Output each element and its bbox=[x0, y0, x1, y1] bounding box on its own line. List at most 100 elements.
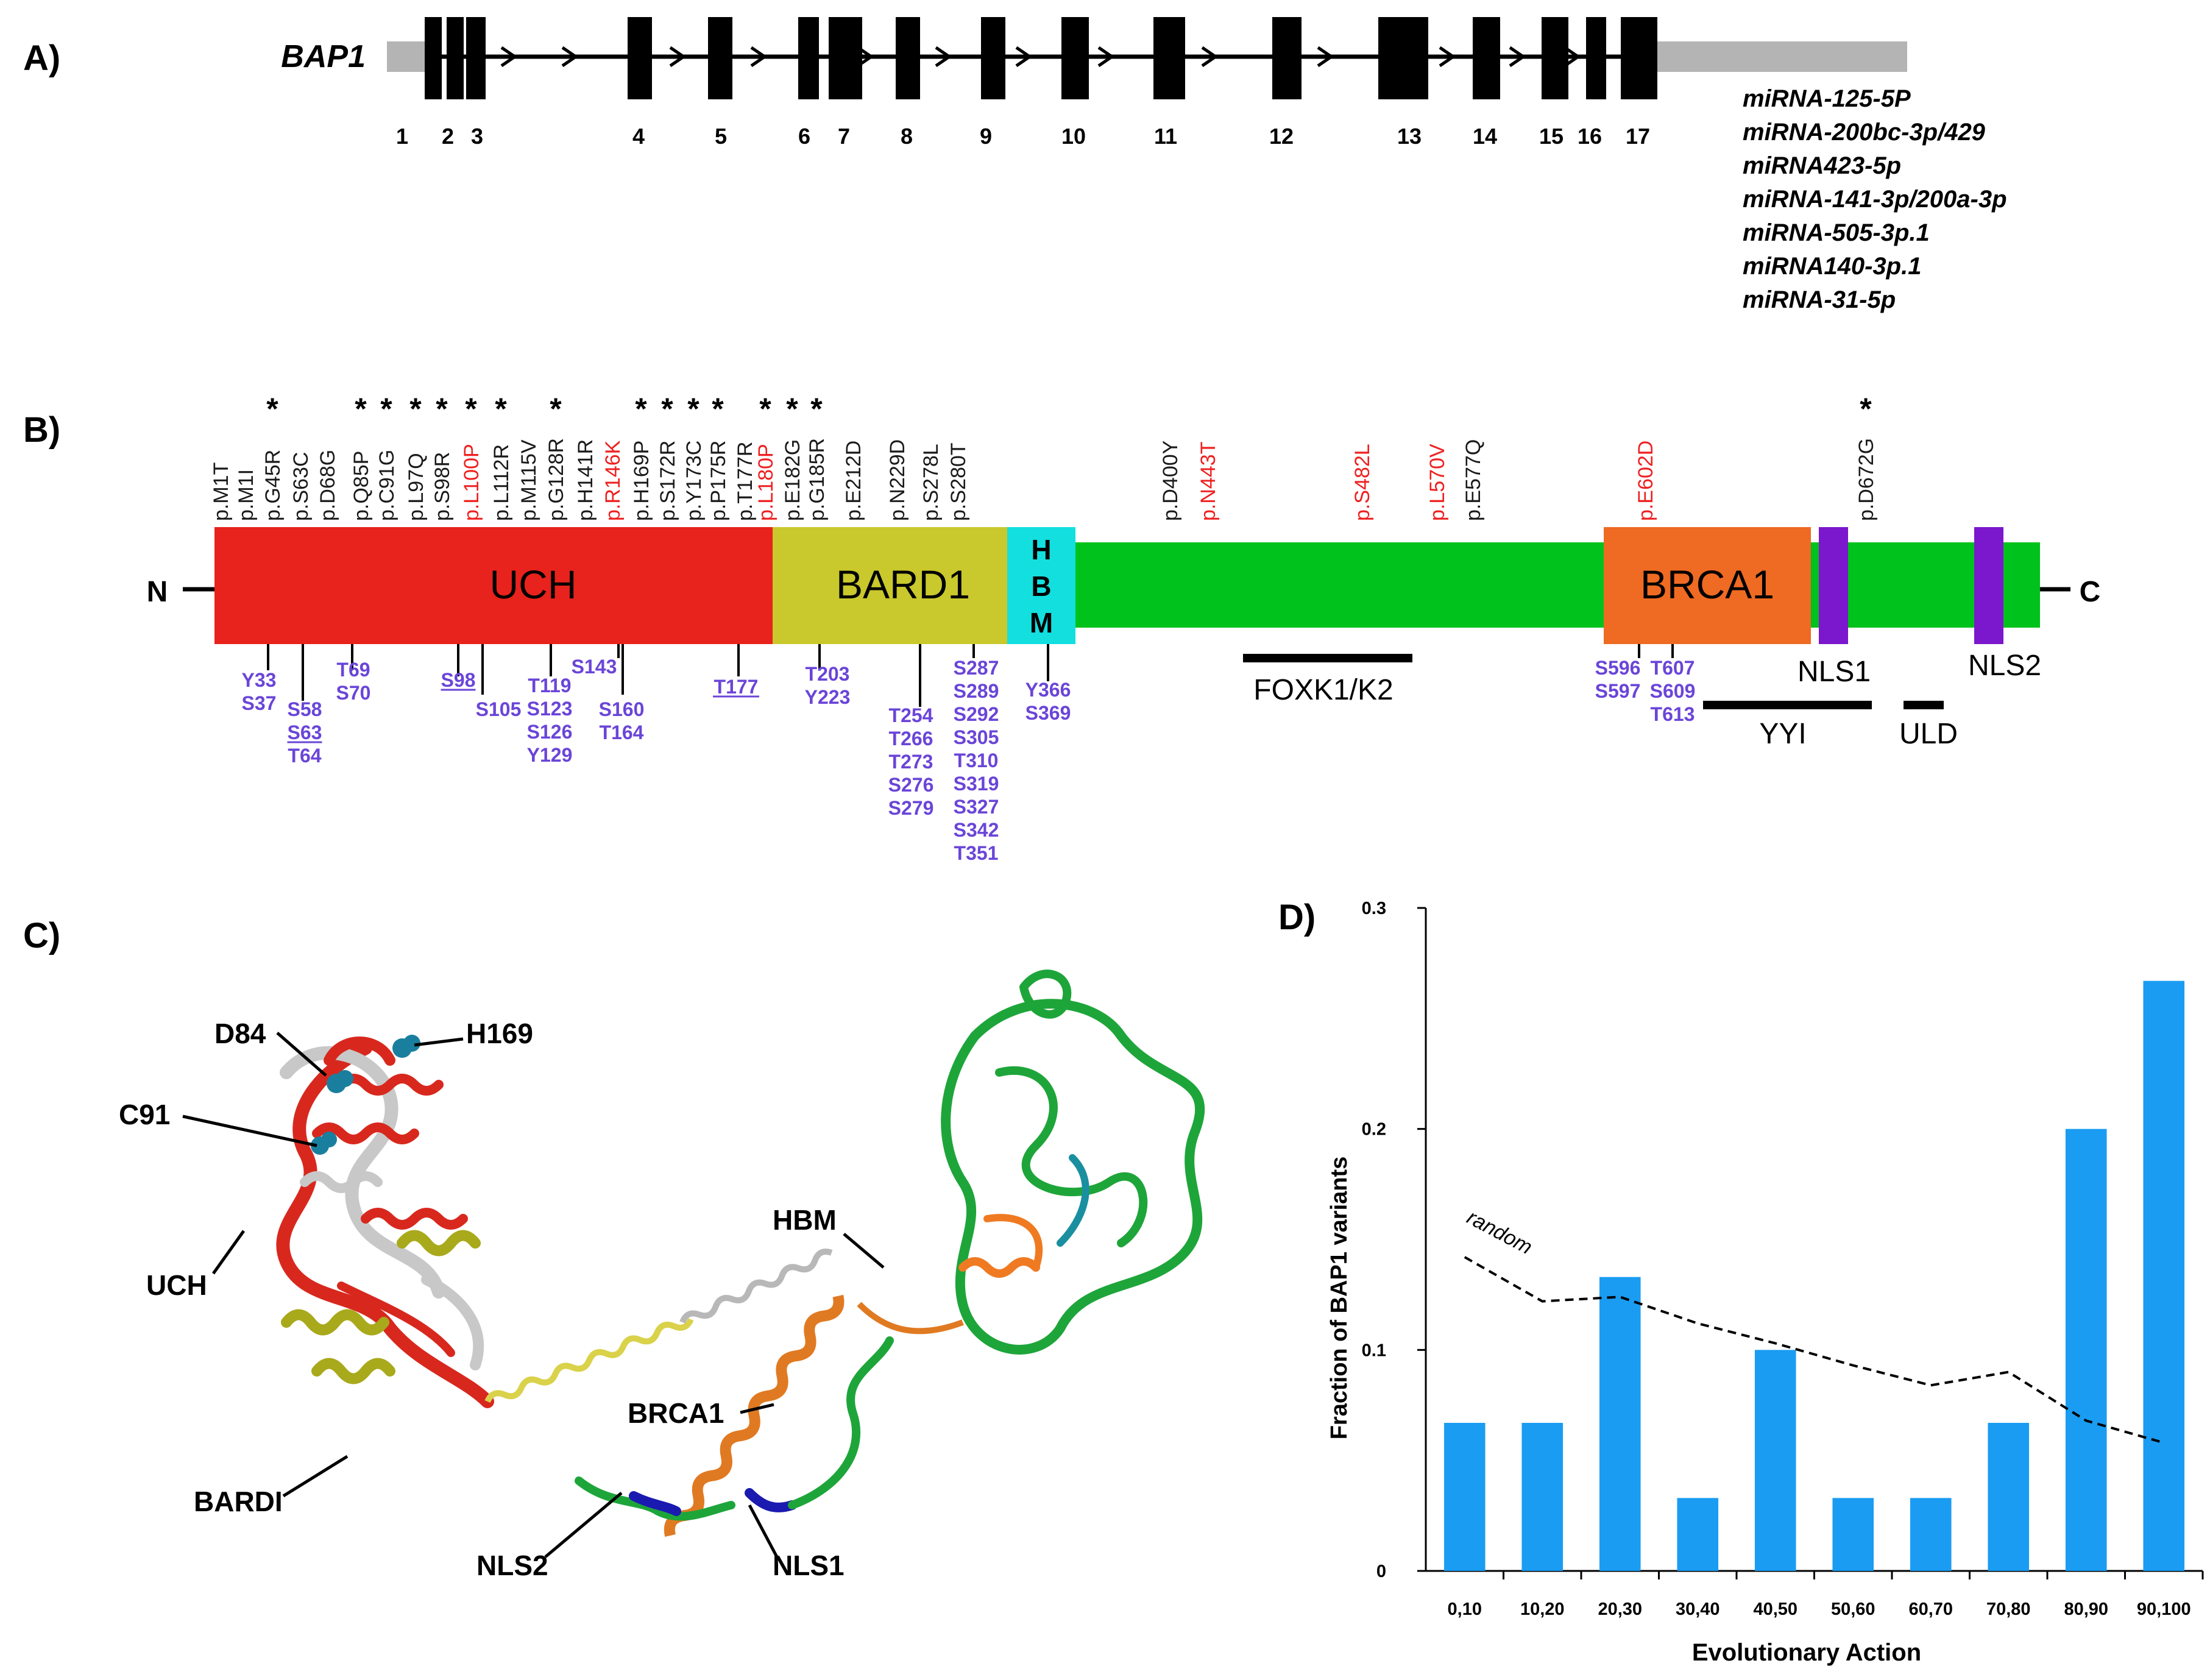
variant-label: p.D68G bbox=[316, 450, 339, 521]
variant-star: * bbox=[1860, 392, 1872, 426]
bar bbox=[1910, 1498, 1952, 1571]
c-terminus-label: C bbox=[2080, 576, 2101, 608]
variant-star: * bbox=[661, 392, 673, 426]
y-axis-title: Fraction of BAP1 variants bbox=[1326, 1157, 1352, 1440]
site-label: S105 bbox=[476, 698, 522, 720]
variant-label: p.E602D bbox=[1634, 441, 1657, 521]
hbm-letter-h: H bbox=[1031, 534, 1051, 565]
site-label: T254 bbox=[889, 704, 933, 726]
bar bbox=[2065, 1129, 2107, 1571]
variant-label: p.H169P bbox=[630, 441, 653, 521]
gene-name: BAP1 bbox=[281, 39, 366, 74]
intron-arrow bbox=[750, 46, 768, 68]
variant-label: p.L112R bbox=[490, 444, 513, 521]
variant-label: p.Y173C bbox=[682, 441, 706, 521]
site-label: S289 bbox=[954, 680, 999, 702]
intron-arrow bbox=[1015, 46, 1033, 68]
site-label: T69 bbox=[336, 659, 370, 681]
brca1-helix bbox=[664, 1294, 845, 1537]
site-label: T64 bbox=[288, 745, 321, 767]
variant-label: p.L97Q bbox=[405, 453, 428, 521]
site-label: T164 bbox=[600, 721, 644, 743]
variant-label: p.G45R bbox=[261, 450, 285, 521]
intron-arrow bbox=[857, 46, 874, 68]
site-label: T266 bbox=[889, 728, 933, 750]
bar bbox=[1988, 1423, 2030, 1571]
intron-arrow bbox=[561, 46, 579, 68]
exon-number: 2 bbox=[442, 124, 454, 149]
utr-5prime bbox=[387, 41, 425, 72]
structure-leader-line bbox=[843, 1233, 885, 1269]
intron-arrow bbox=[500, 46, 518, 68]
nls2-box bbox=[1974, 527, 2003, 644]
exon-number: 1 bbox=[396, 124, 408, 149]
hbm-letter-b: B bbox=[1031, 570, 1051, 602]
variant-label: p.L180P bbox=[754, 444, 777, 521]
linker-helix-grey bbox=[679, 1248, 833, 1324]
site-label: S327 bbox=[954, 796, 999, 818]
variant-label: p.S98R bbox=[431, 452, 454, 521]
variant-label: p.M1T bbox=[210, 463, 233, 521]
exon-box bbox=[425, 17, 442, 99]
x-tick-label: 20,30 bbox=[1598, 1600, 1642, 1619]
intron-arrow bbox=[1439, 46, 1456, 68]
mirna-item: miRNA-31-5p bbox=[1743, 286, 1896, 313]
structure-leader-line bbox=[748, 1504, 779, 1558]
x-tick-label: 40,50 bbox=[1753, 1600, 1797, 1619]
exon-number: 9 bbox=[980, 124, 992, 149]
variant-star: * bbox=[495, 392, 507, 426]
c-terminal-globule bbox=[941, 969, 1205, 1355]
site-label: S276 bbox=[888, 774, 934, 796]
mirna-item: miRNA140-3p.1 bbox=[1743, 253, 1921, 280]
bard1-domain bbox=[773, 527, 1007, 644]
site-label: S160 bbox=[599, 698, 645, 720]
nls1-label: NLS1 bbox=[1797, 656, 1871, 688]
exon-number: 17 bbox=[1626, 124, 1650, 149]
exon-number: 16 bbox=[1578, 124, 1602, 149]
mirna-item: miRNA-125-5P bbox=[1743, 85, 1911, 112]
nls1-box bbox=[1819, 527, 1848, 644]
variant-label: p.S63C bbox=[289, 452, 313, 521]
y-tick-label: 0.3 bbox=[1362, 899, 1386, 918]
site-label: S279 bbox=[888, 797, 934, 819]
bar bbox=[2143, 980, 2185, 1571]
site-label: S342 bbox=[954, 819, 999, 841]
ea-bar-chart: Fraction of BAP1 variants Evolutionary A… bbox=[1326, 899, 2204, 1666]
variant-label: p.S280T bbox=[947, 442, 970, 521]
mirna-list: miRNA-125-5PmiRNA-200bc-3p/429miRNA423-5… bbox=[1743, 85, 2007, 313]
exon-box bbox=[829, 17, 862, 99]
variant-label: p.G185R bbox=[806, 438, 829, 521]
variant-label: p.C91G bbox=[375, 450, 398, 521]
random-line-group: random bbox=[1463, 1206, 2164, 1444]
variant-star: * bbox=[712, 392, 724, 426]
variant-star: * bbox=[436, 392, 448, 426]
uld-region-label: ULD bbox=[1899, 718, 1958, 750]
variant-label: p.G128R bbox=[545, 438, 568, 521]
site-label: S597 bbox=[1595, 680, 1641, 702]
variant-star: * bbox=[759, 392, 771, 426]
hbm-letter-m: M bbox=[1030, 607, 1053, 639]
variant-label: p.D400Y bbox=[1159, 441, 1182, 521]
exon-box bbox=[447, 17, 464, 99]
variant-star: * bbox=[266, 392, 278, 426]
foxk-region-label: FOXK1/K2 bbox=[1253, 674, 1393, 706]
site-label: Y33 bbox=[242, 669, 277, 691]
exon-number: 8 bbox=[901, 124, 913, 149]
exon-box bbox=[1586, 17, 1606, 99]
site-label: Y129 bbox=[527, 744, 573, 766]
variant-label: p.L100P bbox=[460, 444, 483, 521]
exon-number: 11 bbox=[1154, 124, 1177, 149]
variant-label: p.M1I bbox=[235, 469, 258, 521]
bar bbox=[1754, 1350, 1796, 1571]
exon-box bbox=[466, 17, 486, 99]
brca1-domain-label: BRCA1 bbox=[1640, 562, 1774, 607]
site-label: S98 bbox=[441, 669, 476, 691]
exon-box bbox=[628, 17, 652, 99]
random-line-label: random bbox=[1463, 1206, 1536, 1260]
variant-star: * bbox=[635, 392, 647, 426]
active-site-atoms bbox=[311, 1035, 420, 1155]
brca1-domain bbox=[1604, 527, 1811, 644]
nls-region bbox=[575, 1336, 894, 1521]
panel-c-label: C) bbox=[23, 916, 61, 955]
